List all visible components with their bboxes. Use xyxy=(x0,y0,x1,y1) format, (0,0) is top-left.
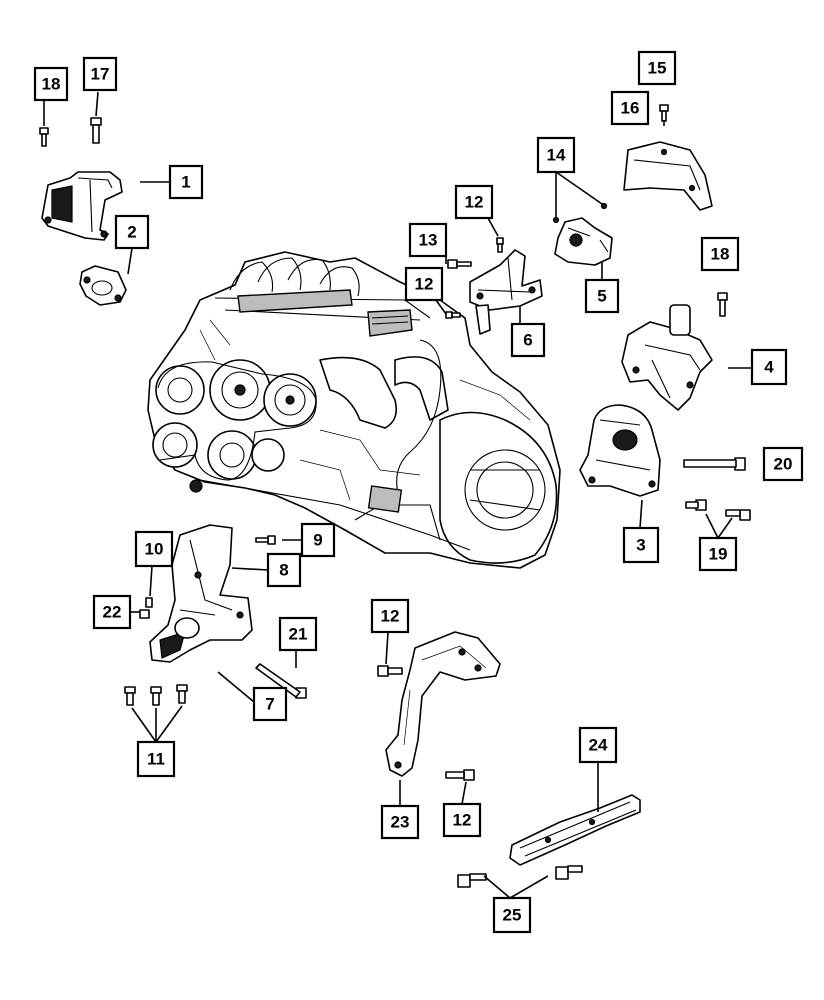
callout-4: 4 xyxy=(750,348,788,386)
callout-12-top: 12 xyxy=(454,184,494,220)
callout-18-right: 18 xyxy=(700,236,740,272)
svg-text:22: 22 xyxy=(103,603,122,622)
svg-text:17: 17 xyxy=(91,65,110,84)
engine-mount-icon xyxy=(554,217,613,266)
callout-12-lower-right: 12 xyxy=(442,802,482,838)
svg-text:21: 21 xyxy=(289,625,308,644)
heat-shield-icon xyxy=(623,141,713,211)
callout-12-lower-left: 12 xyxy=(370,598,410,634)
callout-22: 22 xyxy=(92,594,132,630)
callout-12-mid: 12 xyxy=(404,266,444,302)
callout-10: 10 xyxy=(134,530,174,568)
bolt-icon xyxy=(39,104,751,888)
callout-6: 6 xyxy=(510,322,546,358)
svg-text:4: 4 xyxy=(764,358,774,377)
callout-8: 8 xyxy=(266,552,302,588)
engine-mount-icon xyxy=(579,404,661,497)
callout-13: 13 xyxy=(408,222,448,258)
engine-mount-icon xyxy=(621,304,713,411)
svg-text:15: 15 xyxy=(648,59,667,78)
svg-text:5: 5 xyxy=(597,287,606,306)
svg-text:12: 12 xyxy=(453,811,472,830)
callout-2: 2 xyxy=(114,214,150,250)
callout-9: 9 xyxy=(300,522,336,558)
callout-21: 21 xyxy=(278,616,318,652)
mounting-bracket-icon xyxy=(385,631,501,777)
svg-text:20: 20 xyxy=(774,455,793,474)
callout-7: 7 xyxy=(252,686,288,722)
callout-18-upper-left: 18 xyxy=(33,66,69,102)
svg-text:12: 12 xyxy=(415,275,434,294)
svg-text:12: 12 xyxy=(465,193,484,212)
svg-text:24: 24 xyxy=(589,736,608,755)
mounting-bracket-icon xyxy=(149,524,253,663)
svg-text:12: 12 xyxy=(381,607,400,626)
callout-11: 11 xyxy=(136,740,176,778)
callout-17: 17 xyxy=(82,56,118,92)
svg-text:10: 10 xyxy=(145,540,164,559)
callout-5: 5 xyxy=(584,278,620,314)
callout-24: 24 xyxy=(578,726,618,764)
engine-assembly-icon xyxy=(147,251,561,569)
callout-19: 19 xyxy=(698,536,738,572)
engine-mount-icon xyxy=(79,265,127,306)
svg-text:23: 23 xyxy=(391,813,410,832)
svg-text:7: 7 xyxy=(265,695,274,714)
svg-text:9: 9 xyxy=(313,531,322,550)
callout-20: 20 xyxy=(762,446,804,482)
svg-text:18: 18 xyxy=(711,245,730,264)
svg-text:13: 13 xyxy=(419,231,438,250)
crossmember-icon xyxy=(509,794,641,866)
callout-23: 23 xyxy=(380,804,420,840)
callout-15: 15 xyxy=(637,50,677,86)
svg-text:3: 3 xyxy=(636,536,645,555)
svg-text:19: 19 xyxy=(709,545,728,564)
leader-lines xyxy=(43,91,752,899)
callout-3: 3 xyxy=(622,526,660,564)
svg-text:18: 18 xyxy=(42,75,61,94)
svg-text:6: 6 xyxy=(523,331,532,350)
svg-text:25: 25 xyxy=(503,906,522,925)
callout-1: 1 xyxy=(168,164,204,200)
mounting-bracket-icon xyxy=(469,249,543,335)
callout-16: 16 xyxy=(610,90,650,126)
callout-25: 25 xyxy=(492,896,532,934)
callout-14: 14 xyxy=(536,136,576,174)
svg-text:14: 14 xyxy=(547,146,566,165)
svg-text:8: 8 xyxy=(279,561,288,580)
svg-text:16: 16 xyxy=(621,99,640,118)
svg-text:1: 1 xyxy=(181,173,190,192)
svg-text:11: 11 xyxy=(147,750,165,769)
engine-mount-icon xyxy=(41,171,123,241)
svg-text:2: 2 xyxy=(127,223,136,242)
